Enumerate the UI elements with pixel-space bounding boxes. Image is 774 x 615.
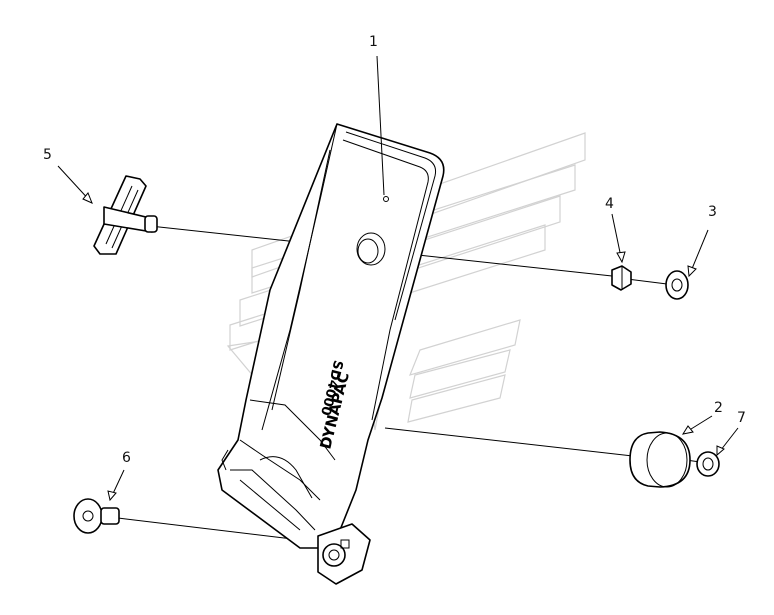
callout-4: 4 xyxy=(605,196,614,212)
pedal-bracket-icon xyxy=(217,123,445,585)
callout-2: 2 xyxy=(714,400,723,416)
washer-icon xyxy=(665,270,689,300)
callout-7: 7 xyxy=(737,410,746,426)
callout-leaders xyxy=(57,55,739,502)
washer-small-icon xyxy=(696,451,720,477)
callout-6: 6 xyxy=(122,450,131,466)
rubber-bumper-icon xyxy=(629,431,691,488)
flat-head-screw-icon xyxy=(73,498,120,534)
callout-5: 5 xyxy=(43,147,52,163)
callout-1: 1 xyxy=(369,34,378,50)
callout-3: 3 xyxy=(708,204,717,220)
t-bolt-icon xyxy=(93,175,158,255)
hex-nut-icon xyxy=(611,265,632,291)
